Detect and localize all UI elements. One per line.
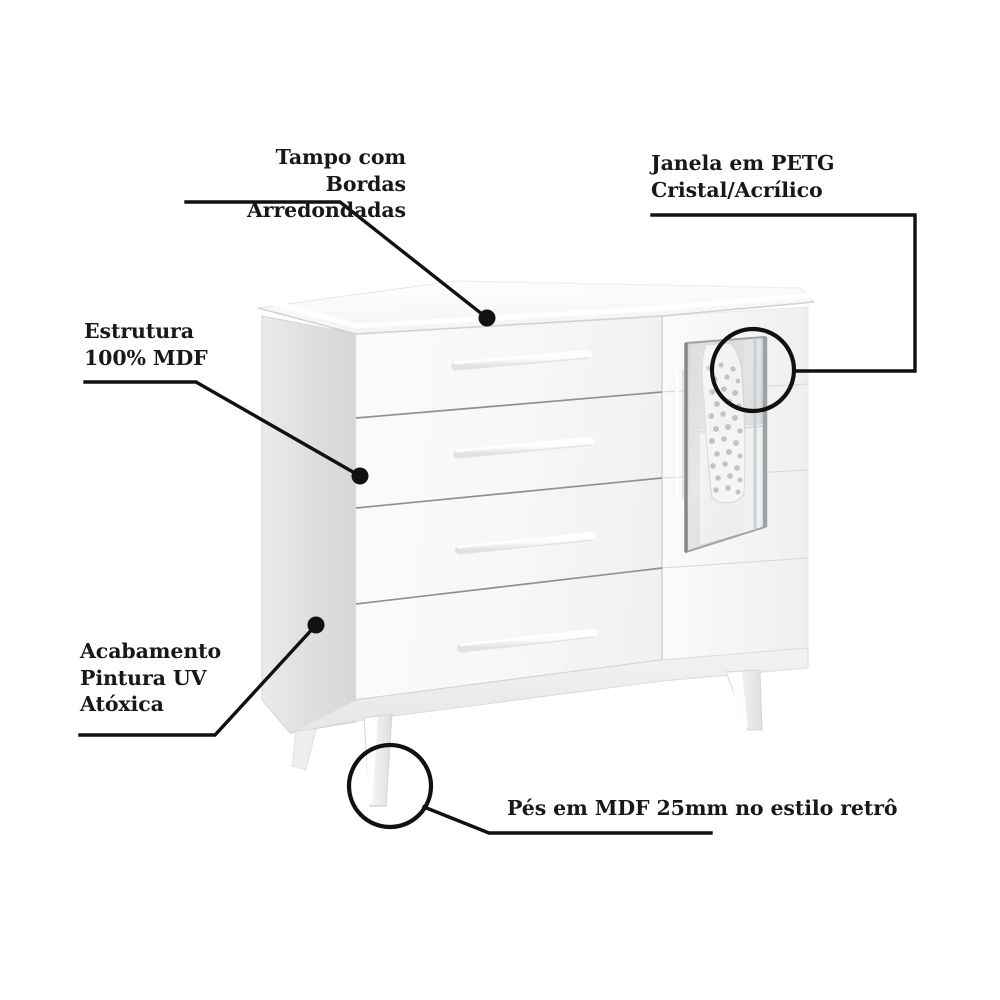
door-handle: [674, 365, 684, 503]
handle-drawer-2: [453, 436, 594, 459]
callout-label-estrutura: Estrutura 100% MDF: [84, 319, 208, 370]
drawer-handles: [451, 349, 598, 653]
handle-drawer-4: [457, 628, 598, 653]
handle-drawer-3: [455, 531, 596, 555]
feet-group: [291, 669, 763, 807]
callout-label-tampo: Tampo com Bordas Arredondadas: [246, 145, 406, 223]
handle-drawer-1: [451, 349, 592, 371]
foot-back-left: [291, 728, 317, 771]
foot-front-left: [363, 713, 393, 807]
petg-window: [684, 335, 768, 554]
callout-label-acabamento: Acabamento Pintura UV Atóxica: [80, 639, 222, 717]
callout-label-pes: Pés em MDF 25mm no estilo retrô: [507, 796, 898, 820]
window-contents: [686, 337, 765, 552]
foot-right: [725, 669, 763, 731]
callout-label-petg: Janela em PETG Cristal/Acrílico: [651, 151, 835, 202]
